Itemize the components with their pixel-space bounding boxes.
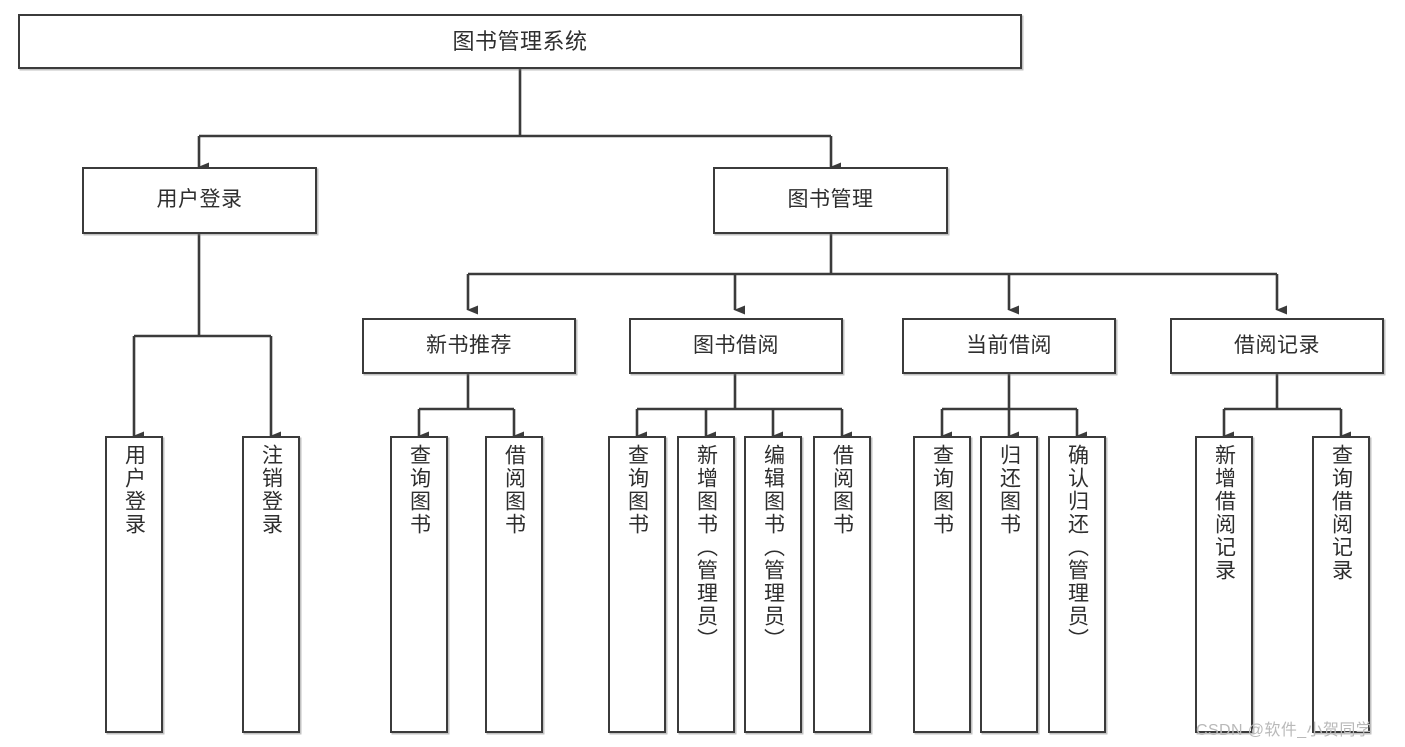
node-label: 图书管理 xyxy=(787,188,874,212)
node-label: 查询图书 xyxy=(930,444,954,536)
node-label: 注销登录 xyxy=(259,444,283,536)
node-label: 借阅图书 xyxy=(830,444,854,536)
node-label: 当前借阅 xyxy=(966,333,1052,357)
leaf-return-book[interactable]: 归还图书 xyxy=(980,436,1038,733)
leaf-query-borrow-record[interactable]: 查询借阅记录 xyxy=(1312,436,1370,733)
node-user-login[interactable]: 用户登录 xyxy=(82,167,317,234)
leaf-query-book-new-book[interactable]: 查询图书 xyxy=(390,436,448,733)
leaf-add-borrow-record[interactable]: 新增借阅记录 xyxy=(1195,436,1253,733)
leaf-user-login[interactable]: 用户登录 xyxy=(105,436,163,733)
node-current-borrow[interactable]: 当前借阅 xyxy=(902,318,1116,374)
node-label: 新增图书（管理员） xyxy=(694,444,718,651)
node-label: 归还图书 xyxy=(997,444,1021,536)
node-label: 图书管理系统 xyxy=(452,28,588,54)
node-borrow-record[interactable]: 借阅记录 xyxy=(1170,318,1384,374)
node-label: 查询图书 xyxy=(407,444,431,536)
node-label: 借阅记录 xyxy=(1234,333,1320,357)
node-label: 新增借阅记录 xyxy=(1212,444,1236,582)
leaf-borrow-book-borrow[interactable]: 借阅图书 xyxy=(813,436,871,733)
node-book-borrow[interactable]: 图书借阅 xyxy=(629,318,843,374)
leaf-edit-book-admin[interactable]: 编辑图书（管理员） xyxy=(744,436,802,733)
node-label: 借阅图书 xyxy=(502,444,526,536)
leaf-logout-login[interactable]: 注销登录 xyxy=(242,436,300,733)
leaf-query-book-current[interactable]: 查询图书 xyxy=(913,436,971,733)
node-label: 图书借阅 xyxy=(693,333,779,357)
node-root-book-management-system[interactable]: 图书管理系统 xyxy=(18,14,1022,69)
leaf-add-book-admin[interactable]: 新增图书（管理员） xyxy=(677,436,735,733)
node-book-management[interactable]: 图书管理 xyxy=(713,167,948,234)
node-label: 用户登录 xyxy=(122,444,146,536)
leaf-borrow-book-new-book[interactable]: 借阅图书 xyxy=(485,436,543,733)
watermark-csdn: CSDN @软件_小贺同学 xyxy=(1196,722,1373,739)
node-label: 确认归还（管理员） xyxy=(1065,444,1089,651)
leaf-confirm-return-admin[interactable]: 确认归还（管理员） xyxy=(1048,436,1106,733)
leaf-query-book-borrow[interactable]: 查询图书 xyxy=(608,436,666,733)
node-label: 用户登录 xyxy=(156,188,243,212)
node-label: 编辑图书（管理员） xyxy=(761,444,785,651)
node-label: 查询借阅记录 xyxy=(1329,444,1353,582)
node-label: 新书推荐 xyxy=(426,333,512,357)
node-label: 查询图书 xyxy=(625,444,649,536)
node-new-book-recommendation[interactable]: 新书推荐 xyxy=(362,318,576,374)
